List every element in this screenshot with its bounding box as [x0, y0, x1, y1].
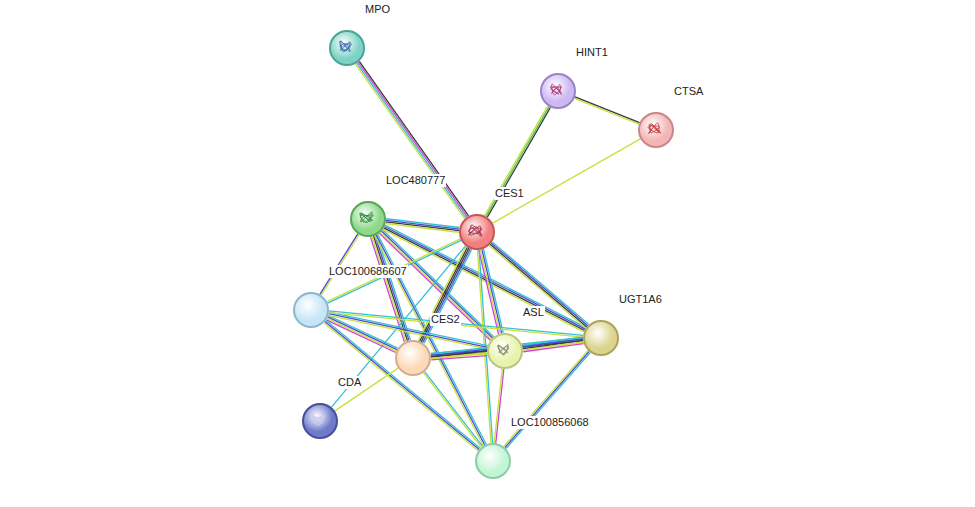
evidence-line	[355, 64, 464, 219]
structure-trace	[550, 84, 561, 95]
evidence-line	[480, 250, 500, 334]
evidence-line	[494, 369, 502, 443]
evidence-line	[487, 107, 550, 217]
node-label: LOC100856068	[510, 416, 590, 429]
node-label: CTSA	[673, 85, 704, 98]
evidence-line	[335, 368, 398, 411]
structure-trace	[498, 344, 509, 355]
protein-node: MPO	[329, 30, 365, 66]
node-label: CDA	[337, 376, 362, 389]
evidence-line	[423, 373, 481, 448]
protein-node: LOC480777	[350, 201, 386, 237]
structure-trace	[340, 41, 352, 52]
evidence-line	[483, 249, 503, 333]
node-label: HINT1	[575, 46, 609, 59]
evidence-line	[326, 320, 480, 448]
evidence-line	[491, 243, 588, 326]
evidence-line	[485, 106, 548, 216]
evidence-line	[425, 372, 483, 447]
evidence-line	[359, 61, 468, 216]
node-label: CES2	[430, 313, 461, 326]
node-label: LOC100686607	[328, 265, 408, 278]
protein-node: UGT1A6	[583, 320, 619, 356]
interaction-edge	[418, 247, 471, 344]
protein-node: CDA	[302, 403, 338, 439]
evidence-line	[325, 321, 479, 449]
structure-icon	[461, 216, 493, 248]
evidence-line	[421, 248, 469, 342]
evidence-line	[496, 369, 504, 443]
evidence-line	[328, 240, 461, 303]
evidence-line	[326, 320, 395, 353]
node-label: MPO	[364, 3, 391, 16]
evidence-line	[482, 249, 502, 333]
interaction-edge	[522, 337, 583, 352]
interaction-edge	[504, 350, 591, 448]
evidence-line	[329, 313, 583, 338]
evidence-line	[505, 352, 589, 448]
node-label: UGT1A6	[618, 293, 663, 306]
evidence-line	[329, 311, 583, 336]
protein-node: CES1	[459, 214, 495, 250]
evidence-line	[506, 353, 590, 449]
evidence-line	[324, 323, 478, 451]
interaction-edge	[355, 61, 468, 218]
interaction-edge	[327, 239, 461, 303]
evidence-line	[523, 344, 583, 352]
structure-icon	[640, 114, 672, 146]
interaction-edge	[485, 106, 551, 217]
protein-node: HINT1	[540, 73, 576, 109]
evidence-line	[423, 249, 471, 343]
interaction-edge	[329, 311, 583, 337]
structure-icon	[352, 203, 384, 235]
protein-node: LOC100856068	[475, 443, 511, 479]
interaction-edge	[493, 139, 641, 223]
interaction-edge	[574, 97, 639, 124]
evidence-line	[358, 62, 467, 217]
structure-trace	[312, 414, 326, 425]
evidence-line	[574, 98, 639, 124]
node-label: LOC480777	[385, 174, 446, 187]
protein-node: CTSA	[638, 112, 674, 148]
node-label: ASL	[522, 306, 545, 319]
evidence-line	[424, 249, 472, 343]
evidence-line	[575, 97, 640, 123]
interaction-edge	[324, 320, 480, 450]
evidence-line	[327, 239, 460, 302]
evidence-line	[523, 342, 583, 350]
protein-node: LOC100686607	[293, 292, 329, 328]
evidence-line	[357, 63, 466, 218]
protein-node: CES2	[395, 340, 431, 376]
evidence-line	[489, 246, 586, 329]
structure-icon	[489, 335, 521, 367]
evidence-line	[493, 139, 641, 223]
evidence-line	[492, 242, 589, 325]
structure-trace	[359, 212, 373, 223]
protein-node: ASL	[487, 333, 523, 369]
evidence-line	[490, 244, 587, 327]
evidence-line	[486, 107, 549, 217]
interaction-edge	[494, 369, 504, 443]
node-label: CES1	[494, 187, 525, 200]
interaction-edge	[335, 368, 398, 411]
structure-icon	[304, 405, 336, 437]
structure-trace	[648, 123, 661, 134]
interaction-edge	[423, 372, 482, 448]
structure-trace	[468, 225, 482, 236]
evidence-line	[420, 247, 468, 341]
interaction-edge	[489, 242, 589, 328]
structure-icon	[331, 32, 363, 64]
structure-icon	[542, 75, 574, 107]
evidence-line	[386, 222, 459, 231]
